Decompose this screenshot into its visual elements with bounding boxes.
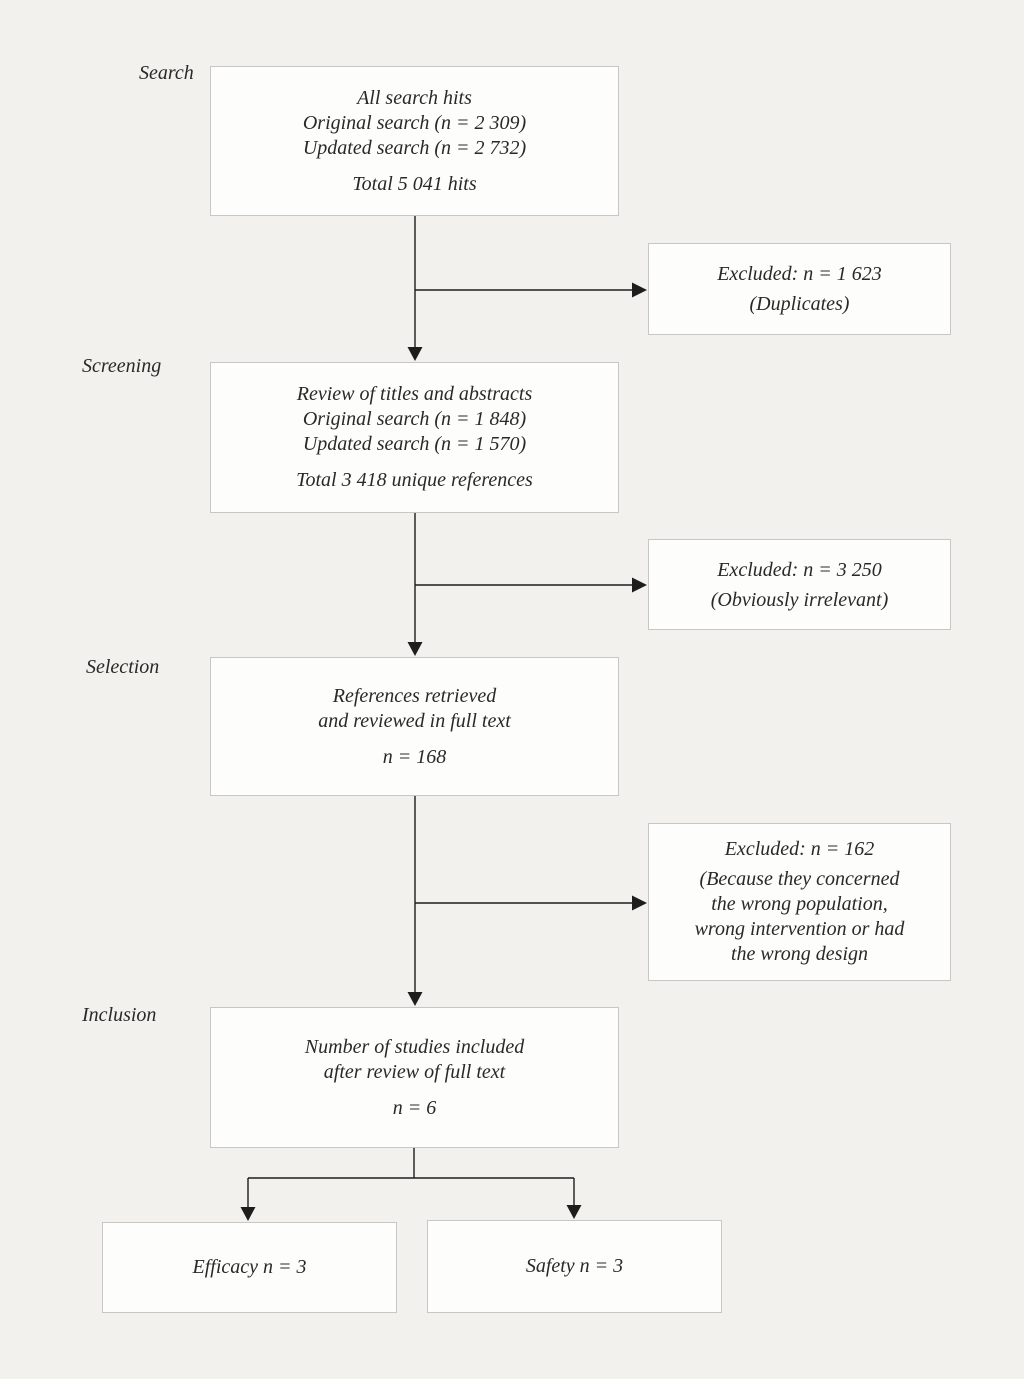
safety-label: Safety n = 3 — [525, 1255, 624, 1277]
inclusion-line-2: after review of full text — [323, 1060, 506, 1083]
excluded-wrong-box: Excluded: n = 162 (Because they concerne… — [648, 823, 951, 981]
excluded-duplicates-box: Excluded: n = 1 623 (Duplicates) — [648, 243, 951, 335]
search-line-1: All search hits — [357, 86, 472, 109]
screening-line-3: Updated search (n = 1 570) — [302, 433, 527, 455]
search-total: Total 5 041 hits — [352, 172, 477, 195]
inclusion-total: n = 6 — [392, 1096, 437, 1119]
excluded-wrong-reason-4: the wrong design — [730, 943, 869, 965]
arrowhead-down-selection — [407, 642, 423, 656]
search-line-3: Updated search (n = 2 732) — [302, 136, 527, 159]
selection-box: References retrieved and reviewed in ful… — [210, 657, 619, 796]
arrowhead-right-excluded-duplicates — [632, 282, 647, 298]
excluded-irrelevant-reason: (Obviously irrelevant) — [710, 588, 889, 611]
excluded-duplicates-reason: (Duplicates) — [749, 293, 850, 315]
selection-total: n = 168 — [382, 745, 447, 768]
excluded-wrong-reason-2: the wrong population, — [711, 893, 888, 915]
efficacy-box: Efficacy n = 3 — [102, 1222, 397, 1313]
search-line-2: Original search (n = 2 309) — [302, 111, 527, 134]
stage-label-selection: Selection — [86, 656, 160, 678]
arrowhead-down-efficacy — [240, 1207, 256, 1221]
excluded-wrong-reason-3: wrong intervention or had — [694, 918, 905, 940]
screening-box: Review of titles and abstracts Original … — [210, 362, 619, 513]
screening-line-1: Review of titles and abstracts — [296, 383, 533, 405]
arrowhead-down-safety — [566, 1205, 582, 1219]
arrowhead-right-excluded-wrong — [632, 895, 647, 911]
excluded-duplicates-count: Excluded: n = 1 623 — [717, 263, 882, 285]
efficacy-label: Efficacy n = 3 — [192, 1256, 307, 1278]
excluded-wrong-count: Excluded: n = 162 — [724, 838, 875, 860]
screening-total: Total 3 418 unique references — [296, 469, 533, 491]
stage-label-search: Search — [139, 62, 194, 84]
selection-line-1: References retrieved — [332, 684, 497, 707]
inclusion-box: Number of studies included after review … — [210, 1007, 619, 1148]
stage-label-screening: Screening — [82, 355, 162, 377]
arrowhead-right-excluded-irrelevant — [632, 577, 647, 593]
excluded-irrelevant-count: Excluded: n = 3 250 — [717, 558, 882, 581]
search-hits-box: All search hits Original search (n = 2 3… — [210, 66, 619, 216]
safety-box: Safety n = 3 — [427, 1220, 722, 1313]
arrowhead-down-inclusion — [407, 992, 423, 1006]
excluded-wrong-reason-1: (Because they concerned — [699, 868, 900, 890]
excluded-irrelevant-box: Excluded: n = 3 250 (Obviously irrelevan… — [648, 539, 951, 630]
screening-line-2: Original search (n = 1 848) — [302, 408, 527, 430]
inclusion-line-1: Number of studies included — [304, 1035, 525, 1058]
arrowhead-down-screening — [407, 347, 423, 361]
selection-line-2: and reviewed in full text — [318, 709, 511, 732]
stage-label-inclusion: Inclusion — [82, 1004, 157, 1026]
